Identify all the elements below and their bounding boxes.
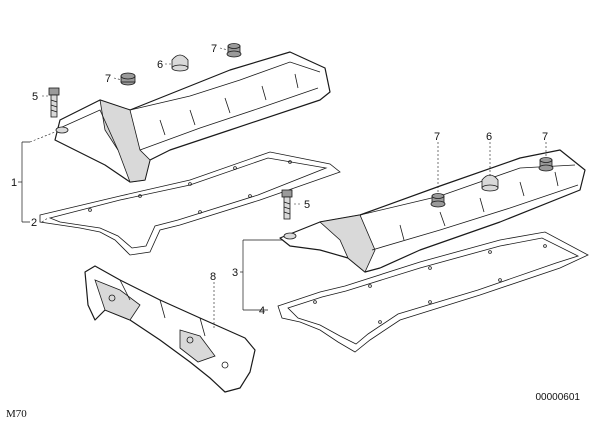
cap-nut-left-2 (226, 43, 242, 58)
callout-labels: 1 2 3 4 5 5 6 6 7 7 7 7 8 (11, 43, 548, 317)
right-cover-gasket (277, 231, 589, 353)
callout-7-right-b: 7 (542, 131, 548, 143)
gasket-holes-right (313, 244, 547, 324)
callout-6-right: 6 (486, 131, 492, 143)
bolt-right (281, 189, 293, 220)
model-code: M70 (6, 408, 27, 420)
callout-7-left-a: 7 (105, 73, 111, 85)
callout-8: 8 (210, 271, 216, 283)
callout-6-left: 6 (157, 59, 163, 71)
leader-lines (18, 47, 547, 330)
callout-5-left: 5 (32, 91, 38, 103)
callout-3: 3 (232, 267, 238, 279)
callout-7-right: 7 (434, 131, 440, 143)
cover-plate (84, 265, 256, 393)
grommet-left (171, 54, 189, 72)
callout-2: 2 (31, 217, 37, 229)
gasket-holes-left (88, 160, 292, 214)
callout-4: 4 (259, 305, 265, 317)
left-cylinder-head-cover (54, 51, 331, 183)
right-cylinder-head-cover (279, 149, 586, 273)
bolt-left (48, 87, 60, 118)
grommet-right (481, 174, 499, 192)
drawing-number: 00000601 (535, 392, 581, 403)
callout-5-right: 5 (304, 199, 310, 211)
cap-nut-right-1 (430, 193, 446, 208)
left-cover-gasket (39, 151, 341, 256)
cap-nut-left (120, 72, 136, 86)
callout-1: 1 (11, 177, 17, 189)
cap-nut-right-2 (538, 157, 554, 172)
callout-7-left-b: 7 (211, 43, 217, 55)
